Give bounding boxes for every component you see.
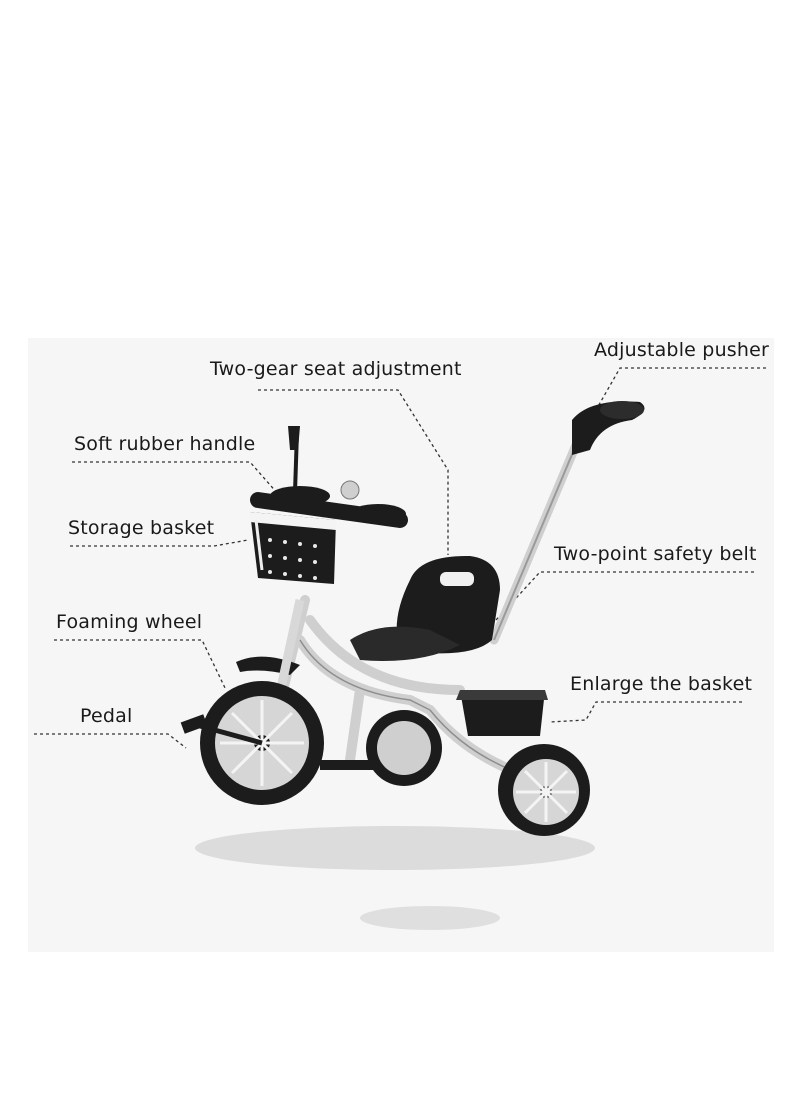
seat bbox=[350, 555, 500, 661]
label-enlarge-basket: Enlarge the basket bbox=[570, 673, 753, 695]
label-foaming-wheel: Foaming wheel bbox=[56, 611, 203, 633]
pusher-bar bbox=[489, 401, 645, 645]
label-pedal: Pedal bbox=[80, 705, 133, 727]
leader-rear-basket bbox=[549, 701, 742, 723]
callout-leader-lines bbox=[34, 367, 766, 749]
leader-handle bbox=[72, 461, 279, 495]
rear-basket bbox=[456, 690, 548, 736]
label-safety-belt: Two-point safety belt bbox=[554, 543, 757, 565]
leader-pedal bbox=[34, 733, 187, 749]
ground-shadow-small bbox=[360, 906, 500, 930]
handlebar bbox=[250, 426, 408, 528]
leader-wheel bbox=[54, 639, 227, 691]
label-adjustable-pusher: Adjustable pusher bbox=[594, 339, 770, 361]
label-seat-adjustment: Two-gear seat adjustment bbox=[210, 358, 462, 380]
leader-basket bbox=[70, 539, 249, 547]
ground-shadow bbox=[195, 826, 595, 870]
pedal bbox=[180, 714, 380, 770]
label-storage-basket: Storage basket bbox=[68, 517, 215, 539]
leader-pusher bbox=[595, 367, 766, 411]
rear-right-wheel bbox=[498, 744, 590, 836]
leader-belt bbox=[495, 571, 754, 621]
label-soft-rubber-handle: Soft rubber handle bbox=[74, 433, 256, 455]
rear-left-wheel bbox=[366, 710, 442, 786]
leader-seat bbox=[258, 389, 449, 555]
front-basket bbox=[250, 512, 336, 584]
